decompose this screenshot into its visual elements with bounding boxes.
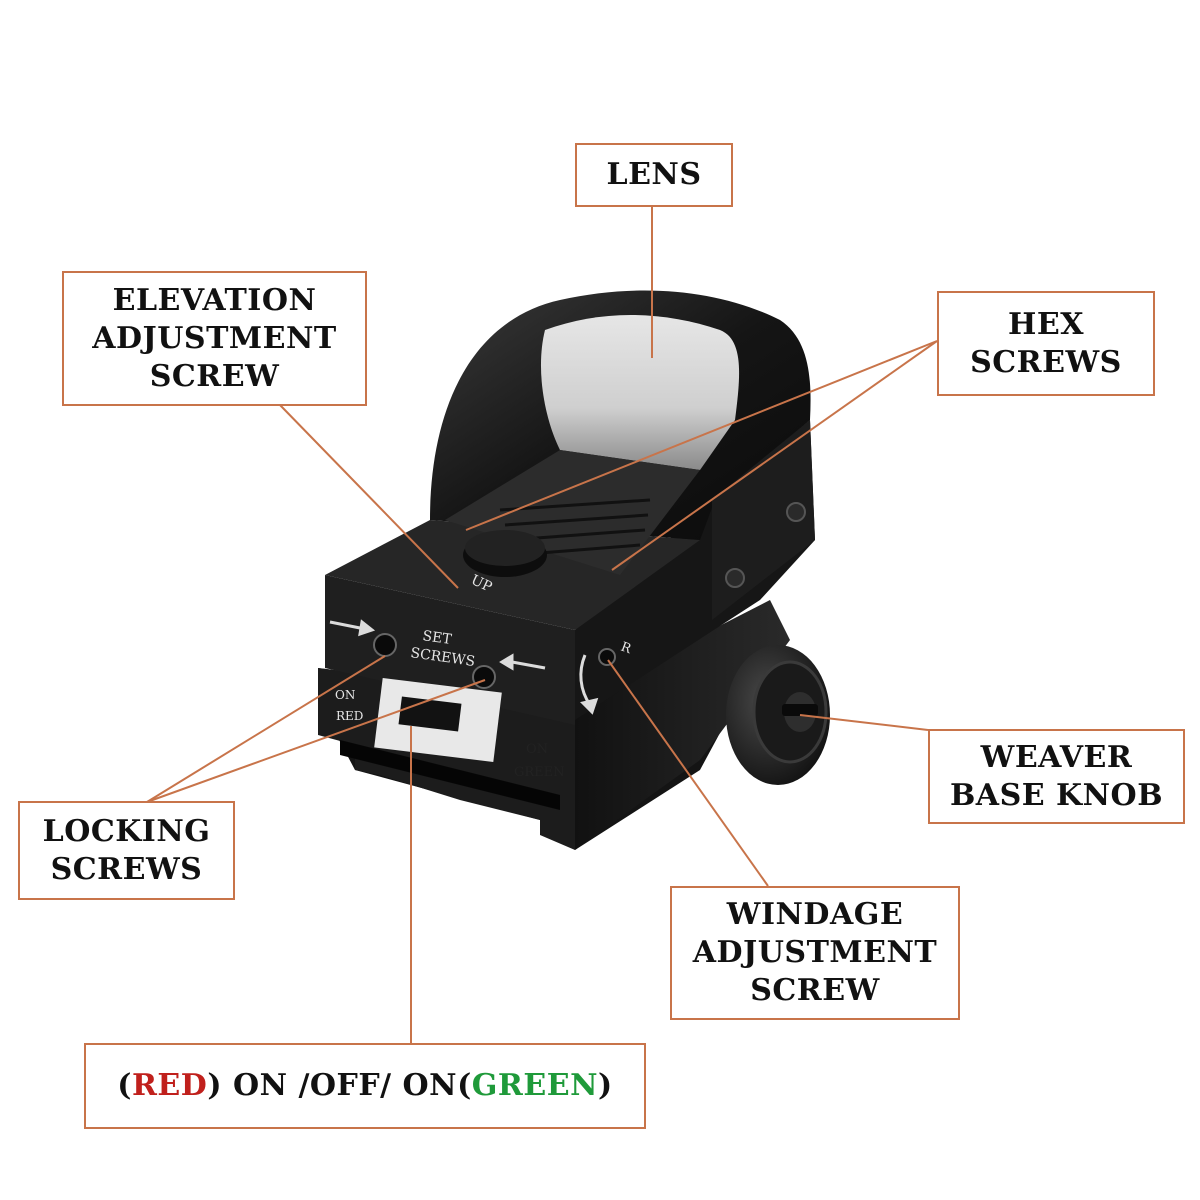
marking-on-red-1: ON	[335, 688, 355, 702]
weaver-base-knob[interactable]	[726, 645, 830, 785]
top-deck	[445, 450, 700, 575]
marking-set: SET	[421, 628, 453, 648]
switch-green-text: GREEN	[471, 1068, 599, 1103]
leader-locking-1	[146, 655, 386, 803]
label-elevation-line-2: ADJUSTMENT	[92, 320, 337, 356]
label-weaver-line-2: BASE KNOB	[949, 777, 1164, 813]
marking-on-green-2: GREEN	[514, 765, 565, 780]
marking-off: OFF	[422, 682, 453, 701]
label-elevation-line-3: SCREW	[149, 358, 280, 394]
label-lens: LENS	[575, 143, 733, 207]
leader-windage	[607, 659, 769, 887]
switch-close-paren: )	[598, 1068, 613, 1103]
marking-on-green-1: ON	[526, 742, 548, 757]
elevation-dial-top	[465, 530, 545, 566]
switch-middle-text: ) ON /OFF/ ON(	[207, 1068, 472, 1103]
direction-arrows	[329, 619, 599, 715]
label-windage-adjustment-screw: WINDAGE ADJUSTMENT SCREW	[670, 886, 960, 1020]
switch-red-text: RED	[131, 1068, 208, 1103]
marking-on-red-2: RED	[336, 709, 363, 723]
hex-screw-lower[interactable]	[725, 568, 745, 588]
leader-locking-2	[146, 679, 486, 803]
locking-screw-right[interactable]	[472, 665, 496, 689]
leader-hex-2	[611, 340, 938, 571]
housing-front	[325, 575, 575, 725]
rail-side	[575, 600, 790, 850]
device-markings: UP SET SCREWS OFF ON RED ON GREEN R	[335, 572, 634, 780]
label-elevation-line-1: ELEVATION	[112, 282, 317, 318]
label-windage-line-2: ADJUSTMENT	[692, 935, 938, 970]
label-hex-line-1: HEX	[1008, 306, 1084, 342]
label-windage-line-1: WINDAGE	[726, 897, 904, 932]
leader-elevation	[279, 404, 459, 589]
switch-open-paren: (	[117, 1068, 132, 1103]
label-windage-line-3: SCREW	[750, 973, 880, 1008]
sight-body	[318, 290, 830, 850]
label-elevation-adjustment-screw: ELEVATION ADJUSTMENT SCREW	[62, 271, 367, 406]
leader-hex-1	[465, 340, 938, 531]
leader-weaver	[799, 714, 929, 731]
windage-screw[interactable]	[598, 648, 616, 666]
label-locking-screws: LOCKING SCREWS	[18, 801, 235, 900]
leader-lines	[146, 206, 938, 1043]
rail-groove	[340, 740, 560, 810]
label-lens-line-1: LENS	[606, 157, 702, 192]
label-weaver-line-1: WEAVER	[980, 739, 1133, 775]
hex-screw-upper[interactable]	[786, 502, 806, 522]
label-power-switch: (RED) ON /OFF/ ON(GREEN)	[84, 1043, 646, 1129]
label-locking-line-1: LOCKING	[42, 813, 211, 849]
label-weaver-base-knob: WEAVER BASE KNOB	[928, 729, 1185, 824]
lens[interactable]	[540, 315, 740, 470]
locking-screw-left[interactable]	[373, 633, 397, 657]
label-hex-screws: HEX SCREWS	[937, 291, 1155, 396]
label-locking-line-2: SCREWS	[50, 851, 203, 887]
label-hex-line-2: SCREWS	[970, 344, 1122, 380]
